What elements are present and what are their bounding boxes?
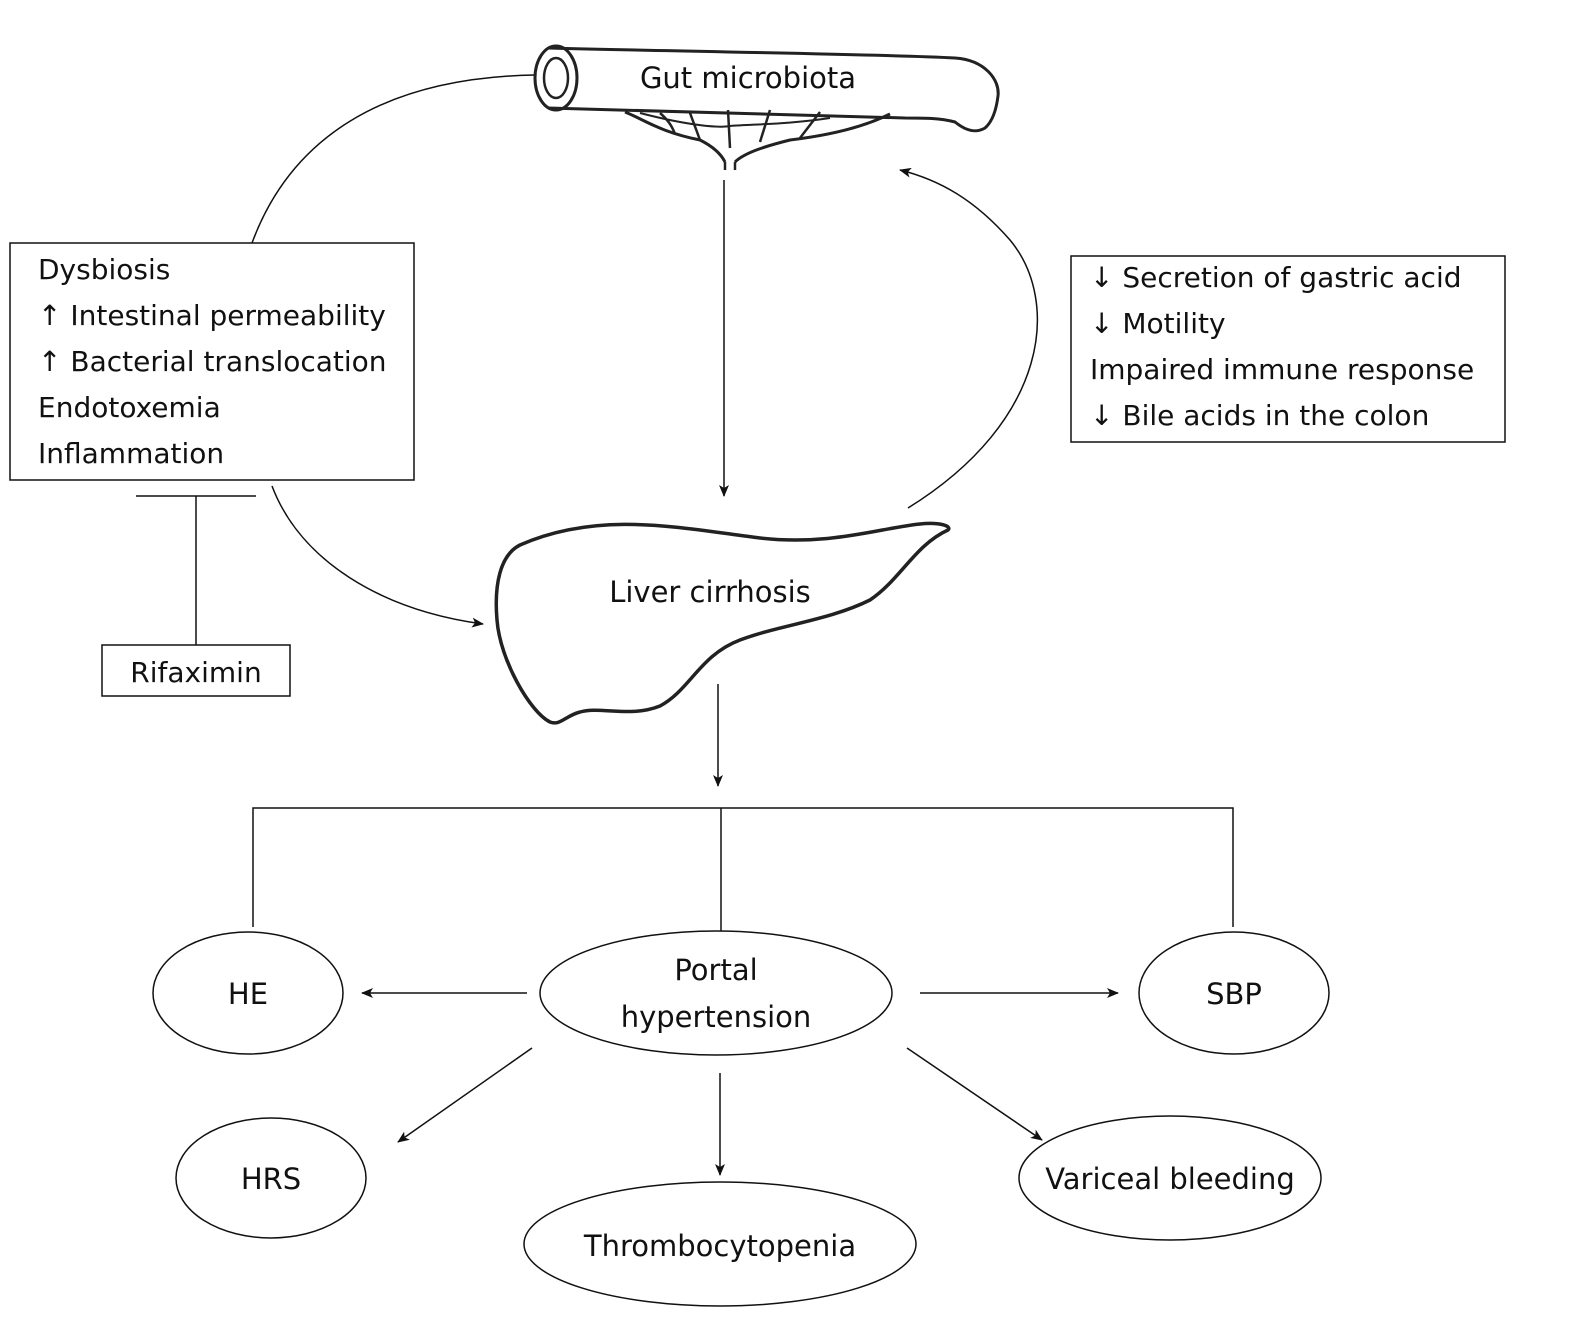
portal-label-line1: Portal [674, 953, 757, 987]
dysbiosis-to-liver-arrow [271, 485, 484, 628]
gut-to-dysbiosis-connector [251, 74, 535, 244]
variceal-bleeding-label: Variceal bleeding [1045, 1162, 1295, 1196]
factor-dysbiosis: Dysbiosis [38, 253, 170, 286]
effect-immune-response: Impaired immune response [1090, 353, 1474, 386]
liver-cirrhosis-label: Liver cirrhosis [609, 575, 811, 609]
node-hrs: HRS [175, 1117, 367, 1239]
portal-to-variceal-arrow [906, 1047, 1043, 1141]
factor-bacterial-translocation: ↑ Bacterial translocation [38, 345, 387, 378]
hrs-label: HRS [241, 1162, 301, 1196]
complications-bracket [252, 807, 1234, 933]
he-label: HE [228, 977, 268, 1011]
portal-label-line2: hypertension [621, 1000, 812, 1034]
sbp-label: SBP [1206, 977, 1262, 1011]
gut-icon [533, 44, 1000, 170]
liver-to-gut-feedback-arrow [899, 167, 1039, 509]
gut-microbiota-label: Gut microbiota [640, 61, 856, 95]
cirrhosis-effects-box: ↓ Secretion of gastric acid ↓ Motility I… [1070, 255, 1506, 443]
portal-to-hrs-arrow [397, 1047, 533, 1143]
node-thrombocytopenia: Thrombocytopenia [523, 1181, 917, 1307]
rifaximin-label: Rifaximin [130, 656, 261, 689]
dysbiosis-factors-box: Dysbiosis ↑ Intestinal permeability ↑ Ba… [9, 242, 415, 481]
node-he: HE [152, 931, 344, 1055]
node-variceal-bleeding: Variceal bleeding [1018, 1115, 1322, 1241]
factor-inflammation: Inflammation [38, 437, 224, 470]
node-portal-hypertension: Portal hypertension [539, 930, 893, 1056]
factor-intestinal-permeability: ↑ Intestinal permeability [38, 299, 386, 332]
effect-bile-acids: ↓ Bile acids in the colon [1090, 399, 1429, 432]
effect-motility: ↓ Motility [1090, 307, 1226, 340]
factor-endotoxemia: Endotoxemia [38, 391, 221, 424]
liver-icon [494, 521, 951, 725]
rifaximin-box: Rifaximin [101, 644, 291, 697]
thrombocytopenia-label: Thrombocytopenia [583, 1229, 856, 1263]
node-sbp: SBP [1138, 931, 1330, 1055]
effect-gastric-acid: ↓ Secretion of gastric acid [1090, 261, 1462, 294]
